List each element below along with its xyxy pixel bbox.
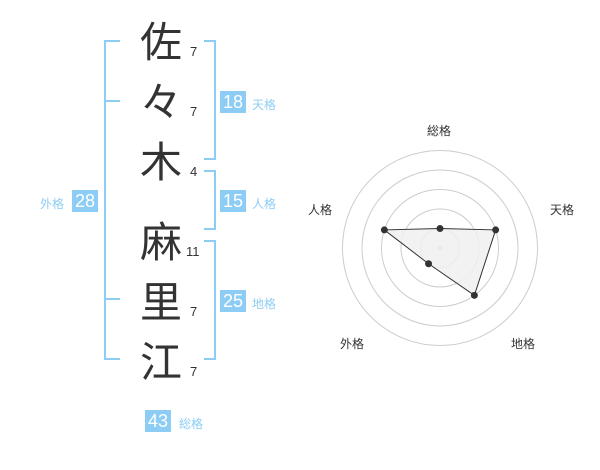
jinkaku-bracket-top bbox=[204, 170, 216, 172]
radar-point-1 bbox=[436, 225, 444, 232]
name-char-6: 江 bbox=[140, 338, 183, 387]
radar-axis-label-gaikaku: 外格 bbox=[340, 337, 365, 351]
radar-axis-label-jinkaku: 人格 bbox=[308, 203, 333, 217]
gaikaku-bracket-tick-2 bbox=[104, 100, 120, 102]
stroke-count-4: 11 bbox=[186, 244, 200, 259]
radar-grid-ring bbox=[381, 189, 499, 307]
stroke-count-3: 4 bbox=[190, 164, 198, 179]
name-char-5: 里 bbox=[140, 278, 183, 327]
stroke-count-6: 7 bbox=[190, 364, 198, 379]
soukaku-badge: 43 bbox=[145, 410, 172, 432]
name-char-4: 麻 bbox=[140, 218, 183, 267]
tenkaku-bracket-top bbox=[204, 40, 216, 42]
gaikaku-badge: 28 bbox=[72, 190, 99, 212]
jinkaku-bracket-vertical bbox=[214, 170, 216, 230]
radar-axis-label-chikaku: 地格 bbox=[511, 337, 536, 351]
soukaku-label: 総格 bbox=[179, 417, 204, 431]
tenkaku-badge: 18 bbox=[220, 91, 247, 113]
gaikaku-bracket-vertical bbox=[104, 40, 106, 360]
radar-point-4 bbox=[425, 260, 433, 268]
chikaku-bracket-top bbox=[204, 240, 216, 242]
chikaku-bracket-bottom bbox=[204, 358, 216, 360]
tenkaku-label: 天格 bbox=[252, 98, 277, 112]
radar-point-2 bbox=[492, 226, 500, 234]
name-char-2: 々 bbox=[140, 78, 183, 127]
chikaku-bracket-vertical bbox=[214, 240, 216, 360]
gaikaku-bracket-top-tick bbox=[104, 40, 120, 42]
jinkaku-bracket-bottom bbox=[204, 228, 216, 230]
tenkaku-bracket-vertical bbox=[214, 40, 216, 160]
radar-grid-ring bbox=[361, 169, 519, 327]
name-char-1: 佐 bbox=[140, 18, 183, 67]
chikaku-badge: 25 bbox=[220, 290, 247, 312]
gaikaku-bracket-bottom-tick bbox=[104, 358, 120, 360]
tenkaku-bracket-bottom bbox=[204, 158, 216, 160]
radar-chart: 総格 天格 地格 外格 人格 bbox=[300, 110, 600, 370]
radar-axis-label-tenkaku: 天格 bbox=[550, 203, 575, 217]
radar-grid-ring bbox=[342, 150, 538, 346]
chikaku-label: 地格 bbox=[252, 297, 277, 311]
jinkaku-label: 人格 bbox=[252, 197, 277, 211]
radar-svg bbox=[342, 150, 538, 346]
jinkaku-badge: 15 bbox=[220, 190, 247, 212]
radar-point-5 bbox=[380, 226, 388, 234]
gaikaku-label: 外格 bbox=[40, 197, 65, 211]
stroke-count-1: 7 bbox=[190, 44, 198, 59]
stroke-count-2: 7 bbox=[190, 104, 198, 119]
stroke-count-5: 7 bbox=[190, 304, 198, 319]
radar-point-3 bbox=[470, 291, 478, 299]
name-char-3: 木 bbox=[140, 138, 183, 187]
radar-series-polygon bbox=[382, 227, 497, 297]
radar-axis-label-soukaku: 総格 bbox=[427, 124, 452, 138]
gaikaku-bracket-tick-5 bbox=[104, 298, 120, 300]
